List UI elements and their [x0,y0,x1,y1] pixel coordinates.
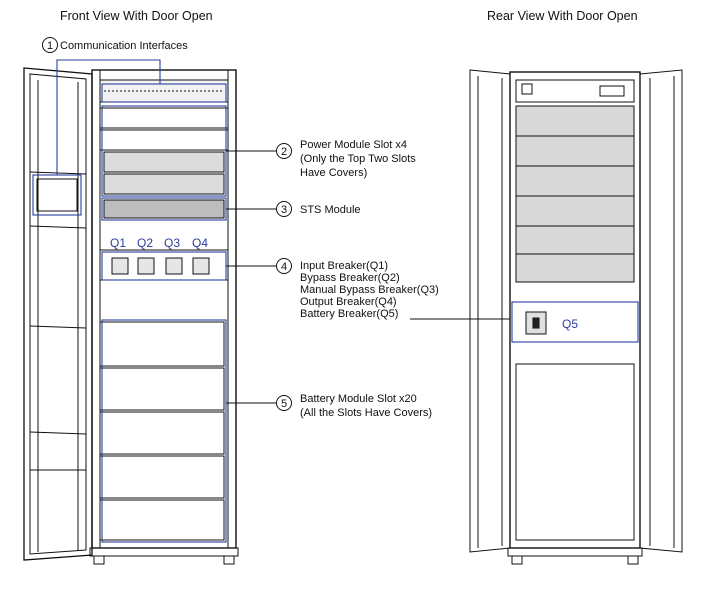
front-view-title: Front View With Door Open [60,9,213,23]
front-cabinet [23,67,239,565]
front-cabinet-frame [91,69,237,549]
breaker-label-q4: Q4 [192,236,208,250]
callout-marker-5 [276,395,292,411]
battery-slots [99,321,225,541]
rear-view-title: Rear View With Door Open [487,9,638,23]
callout-marker-4 [276,258,292,274]
callout-3-label: STS Module [300,204,361,216]
breaker-label-q3: Q3 [164,236,180,250]
callout-4-line-3: Manual Bypass Breaker(Q3) [300,284,439,296]
rear-cabinet [469,69,683,565]
callout-2-line-2: (Only the Top Two Slots [300,153,416,165]
callout-1-label: Communication Interfaces [60,40,188,52]
door-interface-panel [32,174,82,216]
callout-4-line-4: Output Breaker(Q4) [300,296,397,308]
callout-number-2: 2 [281,146,287,158]
callout-4-line-5: Battery Breaker(Q5) [300,308,398,320]
callout-2-line-1: Power Module Slot x4 [300,139,407,151]
callout-number-3: 3 [281,204,287,216]
breaker-label-q2: Q2 [137,236,153,250]
callout-2-line-3: Have Covers) [300,167,367,179]
callout-number-4: 4 [281,261,287,273]
front-door [23,67,93,561]
rear-q5-highlight [511,301,639,343]
callout-leaders [226,150,510,404]
callout-4-line-1: Input Breaker(Q1) [300,260,388,272]
callout-marker-3 [276,201,292,217]
callout-number-1: 1 [47,40,53,52]
breaker-label-q1: Q1 [110,236,126,250]
callout-5-line-1: Battery Module Slot x20 [300,393,417,405]
callout-4-line-2: Bypass Breaker(Q2) [300,272,400,284]
callout-marker-2 [276,143,292,159]
breaker-label-q5: Q5 [562,317,578,331]
callout-number-5: 5 [281,398,287,410]
callout-5-line-2: (All the Slots Have Covers) [300,407,432,419]
callout-marker-1 [42,37,58,53]
